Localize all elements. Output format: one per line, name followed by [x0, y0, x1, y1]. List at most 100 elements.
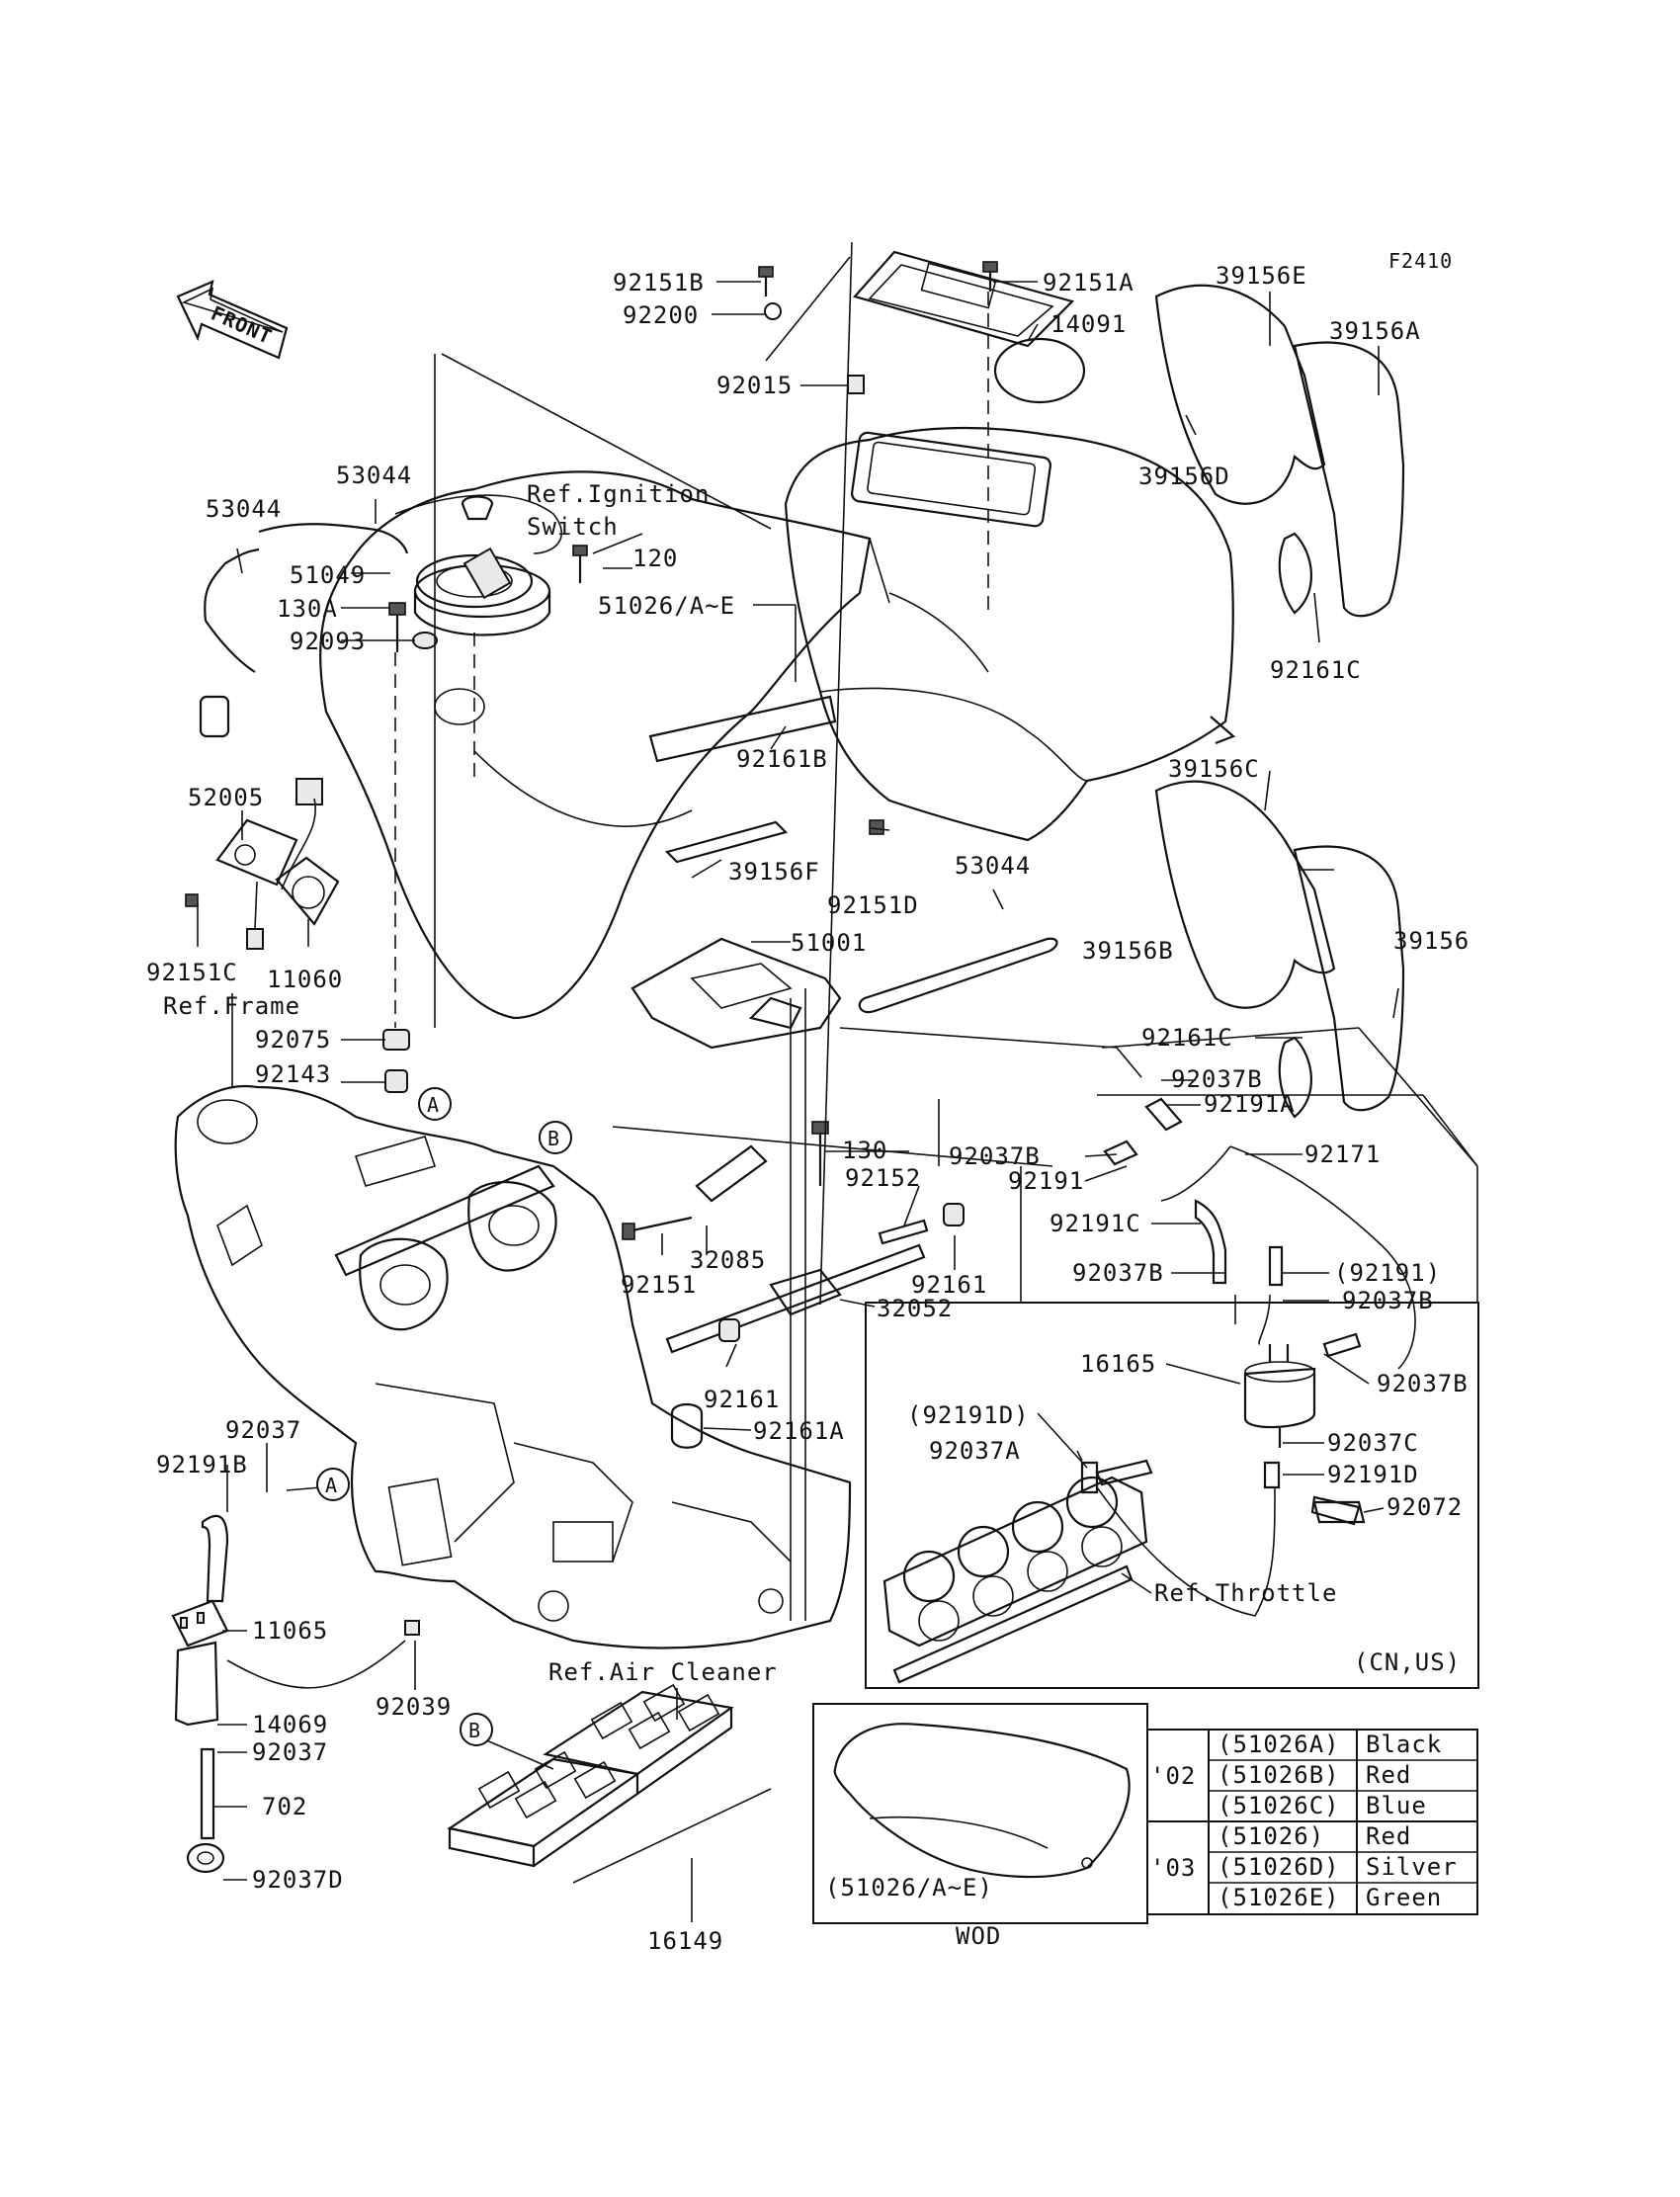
damper-icon [670, 1402, 704, 1449]
table-color-green: Green [1366, 1884, 1442, 1911]
figure-code: F2410 [1388, 249, 1453, 273]
label-52005: 52005 [188, 784, 264, 811]
table-color-red: Red [1366, 1761, 1411, 1789]
label-92037: 92037 [225, 1416, 301, 1444]
label-region: (CN,US) [1354, 1648, 1461, 1676]
rubber-strip-53044-a [258, 523, 409, 554]
label-92161a: 92161A [753, 1417, 845, 1445]
throttle-body-icon [882, 1459, 1153, 1684]
fuel-pump-icon [199, 695, 323, 950]
fuel-cap-assembly-icon [413, 495, 551, 636]
label-92093: 92093 [290, 628, 366, 655]
table-color-silver: Silver [1366, 1853, 1458, 1881]
label-92039: 92039 [376, 1693, 452, 1721]
label-92161-a: 92161 [911, 1271, 987, 1299]
label-32052: 32052 [877, 1295, 953, 1322]
inset-label: WOD [956, 1922, 1001, 1950]
label-120: 120 [632, 545, 678, 572]
label-130: 130 [842, 1137, 887, 1164]
bracket-32052 [769, 1268, 842, 1316]
label-92037-b: 92037 [252, 1738, 328, 1766]
label-11065: 11065 [252, 1617, 328, 1645]
fuel-filter-icon [1243, 1344, 1316, 1448]
label-92191-paren: (92191) [1334, 1259, 1441, 1287]
table-color-blue: Blue [1366, 1792, 1427, 1819]
color-table [1146, 1729, 1478, 1915]
tank-cover-drawing [784, 426, 1236, 842]
label-92171: 92171 [1304, 1141, 1381, 1168]
gasket-icon [275, 856, 340, 926]
fuel-system-box [865, 1302, 1479, 1689]
label-92151d: 92151D [827, 891, 919, 919]
label-14091: 14091 [1050, 310, 1127, 338]
table-part-51026e: (51026E) [1218, 1884, 1340, 1911]
label-16149: 16149 [647, 1927, 723, 1955]
label-92037a: 92037A [929, 1437, 1021, 1465]
label-ref-frame: Ref.Frame [163, 992, 300, 1020]
leader-lines [197, 241, 1478, 1922]
label-53044-c: 53044 [955, 852, 1031, 880]
label-92075: 92075 [255, 1026, 331, 1054]
label-ref-ignition-1: Ref.Ignition [527, 480, 710, 508]
tank-cover-inset-icon [833, 1723, 1131, 1879]
callout-b-2: B [460, 1713, 493, 1746]
label-92072: 92072 [1386, 1493, 1463, 1521]
svg-text:A: A [427, 1093, 440, 1117]
label-51001: 51001 [791, 929, 867, 957]
label-92191a: 92191A [1204, 1090, 1296, 1118]
label-92191c: 92191C [1050, 1210, 1141, 1237]
label-32085: 32085 [690, 1246, 766, 1274]
frame-drawing [174, 1084, 852, 1649]
label-92037b-5: 92037B [1377, 1370, 1469, 1397]
fuel-hoses-icon [1080, 1097, 1416, 1617]
label-51049: 51049 [290, 561, 366, 589]
label-39156c: 39156C [1168, 755, 1260, 783]
label-ref-ignition-2: Switch [527, 513, 619, 541]
label-130a: 130A [277, 595, 338, 623]
label-92015: 92015 [716, 372, 793, 399]
label-92161b: 92161B [736, 745, 828, 773]
strip-92161b [648, 695, 837, 763]
label-92191d: 92191D [1327, 1461, 1419, 1488]
label-92161c-mid: 92161C [1141, 1024, 1233, 1052]
plate-strip [665, 1243, 926, 1354]
table-color-red-03: Red [1366, 1822, 1411, 1850]
callout-a-1: A [418, 1087, 452, 1121]
rubber-strip-53044-c [858, 937, 1058, 1014]
label-92151a: 92151A [1043, 269, 1134, 296]
svg-text:A: A [325, 1474, 338, 1497]
label-92143: 92143 [255, 1060, 331, 1088]
label-92161-b: 92161 [704, 1386, 780, 1413]
callout-b-1: B [539, 1121, 572, 1154]
label-39156a: 39156A [1329, 317, 1421, 345]
access-panel-icon [853, 250, 1086, 404]
callout-a-2: A [316, 1468, 350, 1501]
label-92200: 92200 [623, 301, 699, 329]
label-39156d: 39156D [1138, 463, 1230, 490]
label-92037d: 92037D [252, 1866, 344, 1894]
label-92151b: 92151B [613, 269, 705, 296]
inset-caption: (51026/A~E) [825, 1874, 993, 1901]
front-arrow-icon: FRONT [176, 280, 289, 360]
table-part-51026d: (51026D) [1218, 1853, 1340, 1881]
label-92037c: 92037C [1327, 1429, 1419, 1457]
label-ref-throttle: Ref.Throttle [1154, 1579, 1337, 1607]
svg-text:B: B [547, 1127, 560, 1150]
table-year-02: '02 [1150, 1762, 1196, 1790]
label-53044-b: 53044 [206, 495, 282, 523]
table-part-51026b: (51026B) [1218, 1761, 1340, 1789]
air-cleaner-icon [447, 1683, 772, 1884]
strip-39156f [664, 820, 789, 864]
label-92151c: 92151C [146, 959, 238, 986]
label-702: 702 [262, 1793, 307, 1820]
label-92152: 92152 [845, 1164, 921, 1192]
table-part-51026c: (51026C) [1218, 1792, 1340, 1819]
table-year-03: '03 [1150, 1854, 1196, 1882]
label-92037b-3: 92037B [1072, 1259, 1164, 1287]
rubber-strip-53044-b [204, 548, 260, 673]
bolt-icons [185, 261, 998, 1636]
side-trim-stickers-icon [1154, 284, 1405, 1119]
label-39156: 39156 [1393, 927, 1470, 955]
label-92037b-4: 92037B [1342, 1287, 1434, 1314]
